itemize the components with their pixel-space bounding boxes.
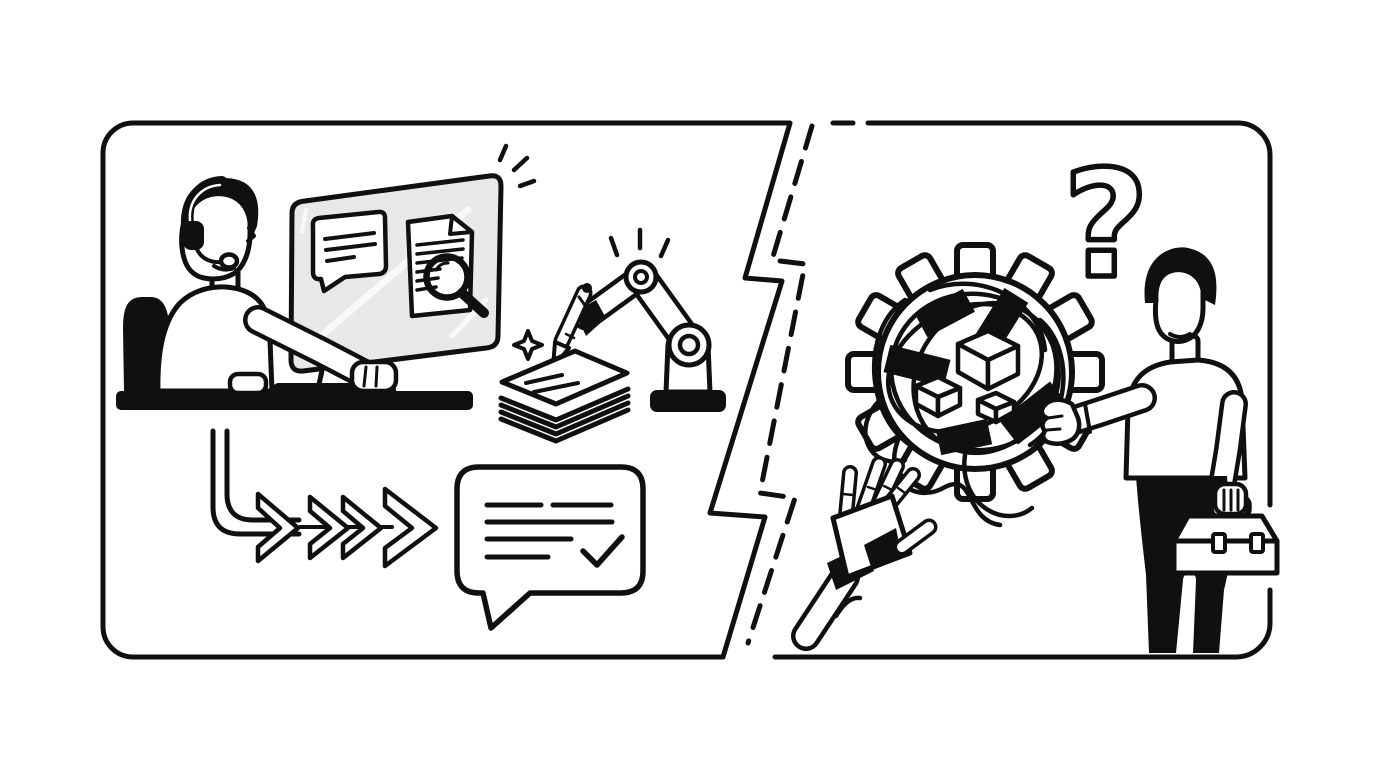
person-gesturing-hand [1039, 397, 1082, 447]
robot-hand-web [864, 528, 902, 570]
headset-icon [183, 176, 240, 270]
jumbled-blocks [863, 287, 1069, 528]
chevron-2 [307, 494, 351, 561]
robot-base [650, 390, 726, 412]
signature-line [532, 381, 580, 394]
chevron-3 [340, 494, 384, 561]
person-hand-on-handle [1212, 481, 1249, 517]
agent-nose [246, 226, 256, 243]
person-mouth [1168, 332, 1192, 339]
left-panel-border [100, 120, 793, 660]
magnifier-icon [423, 253, 489, 318]
tilted-monitor [288, 143, 537, 392]
agent-right-hand [349, 359, 399, 394]
person-left-arm [1057, 383, 1157, 436]
document-search-icon [405, 213, 489, 319]
checkmark-icon [580, 534, 625, 568]
chevron-1 [255, 491, 301, 564]
toolbox-clasp [1211, 532, 1227, 554]
person-hair [1144, 247, 1217, 305]
divider-dashed-bolt [745, 123, 815, 646]
chat-bubble-icon [310, 209, 389, 294]
toolbox-icon [1171, 481, 1280, 576]
arrowhead [382, 486, 439, 569]
signature-line [524, 373, 564, 385]
sparkle-icon [512, 329, 544, 361]
robot-arm-sparks [608, 227, 671, 259]
robot-hand-thumb [893, 518, 938, 556]
question-mark: ? [1063, 139, 1149, 311]
right-panel-border-bottom [772, 587, 1273, 660]
reply-bubble [454, 464, 646, 631]
robotic-arm [512, 227, 726, 412]
person-face [1152, 267, 1206, 345]
agent-left-hand [227, 371, 269, 396]
right-panel-border-top [865, 120, 1273, 508]
person-right-arm [1208, 390, 1248, 500]
flow-arrow [210, 428, 439, 569]
robot-hand-icon [791, 456, 938, 651]
robot-hand-forearm [791, 562, 863, 651]
spark-lines-monitor [497, 143, 537, 189]
left-panel [100, 120, 793, 660]
paper-stack [498, 348, 631, 444]
right-panel: ? [745, 120, 1280, 660]
toolbox-clasp [1249, 532, 1265, 554]
